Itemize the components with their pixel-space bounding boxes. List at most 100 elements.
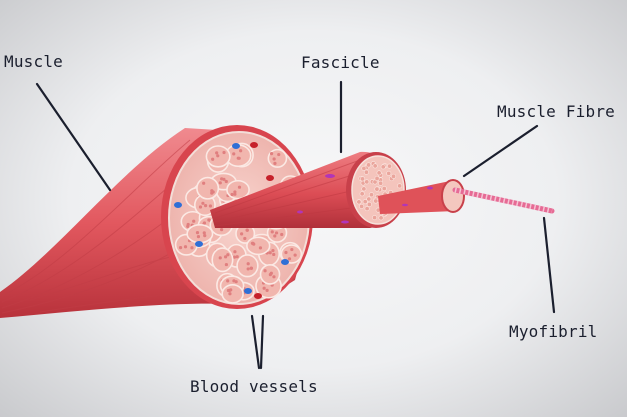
fascicle-striations (214, 159, 367, 227)
fascicle-bundle (226, 179, 250, 200)
fibre-dot (232, 279, 236, 283)
fibre-dot (233, 250, 237, 254)
fibre-dot (198, 205, 203, 209)
fibre-dot (239, 149, 243, 153)
fibre-dot (280, 232, 284, 237)
leader-line-blood-vessels-1 (250, 314, 261, 370)
fibre-dot (372, 215, 378, 221)
blood-vessel (195, 241, 203, 247)
fibre-dot (374, 175, 380, 181)
label-muscle: Muscle (4, 52, 63, 71)
fibre-dot (237, 156, 241, 160)
leader-lines (35, 80, 556, 370)
fibre-dot (360, 176, 366, 182)
fibre-dot (381, 186, 387, 192)
fibre-dot (265, 288, 269, 293)
fibre-dot (223, 255, 228, 259)
fibre-dot (361, 165, 367, 171)
leader-line-blood-vessels-2 (259, 314, 265, 370)
fibre-dot (268, 251, 272, 255)
fibre-dot (211, 157, 215, 161)
blood-vessel (281, 259, 289, 265)
fibre-dot (220, 177, 224, 181)
fibre-dot (373, 198, 379, 204)
muscle-fibre-cross-section (441, 179, 465, 213)
fibre-dot (272, 252, 276, 257)
muscle-fibre-body (378, 181, 462, 214)
fibre-dot (235, 255, 239, 259)
fibre-dot (376, 170, 382, 176)
fibre-dot (208, 204, 213, 208)
fibre-dot (361, 186, 367, 192)
fibre-dot (386, 170, 392, 176)
fascicle-bundle (280, 244, 303, 264)
fibre-dot (222, 150, 226, 155)
fibre-dot (249, 266, 254, 270)
fibre-dot (243, 236, 247, 241)
myofibril-bands (454, 187, 553, 214)
leader-line-muscle (35, 82, 112, 192)
fibre-dot (202, 231, 206, 235)
fibre-dot (368, 192, 374, 198)
fibre-dot (220, 228, 224, 232)
fibre-dot (359, 203, 365, 209)
fibre-dot (273, 161, 277, 165)
fibre-dot (364, 206, 370, 212)
fibre-dot (293, 253, 297, 257)
fibre-dot (269, 151, 274, 156)
fibre-dot (183, 245, 188, 249)
fascicle-bundle (196, 176, 220, 200)
label-myofibril: Myofibril (509, 322, 598, 341)
fibre-dot (271, 248, 275, 253)
fascicle-bundle (186, 224, 214, 244)
fibre-dot (287, 257, 292, 261)
fibre-dot (203, 204, 208, 208)
label-fascicle: Fascicle (301, 53, 380, 72)
blood-vessel (244, 288, 252, 294)
fascicle-bundle (211, 247, 234, 273)
fibre-dot (201, 201, 205, 205)
fibre-dot (178, 246, 183, 250)
fibre-dot (366, 162, 372, 168)
fibre-dot (380, 164, 386, 170)
fibre-dot (230, 192, 234, 197)
fibre-dot (378, 180, 384, 186)
label-muscle-fibre: Muscle Fibre (497, 102, 615, 121)
fascicle-bundle (236, 254, 259, 278)
fibre-dot (229, 288, 233, 292)
fibre-dot (190, 246, 194, 250)
fibre-dot (366, 196, 372, 202)
blood-vessel (232, 143, 240, 149)
fibre-dot (374, 186, 380, 192)
fibre-dot (262, 286, 266, 290)
fibre-dot (372, 163, 378, 169)
blood-vessel (250, 142, 258, 148)
fibre-dot (203, 234, 207, 238)
leader-line-myofibril (542, 216, 556, 314)
fibre-dot (226, 253, 230, 257)
fibre-dot (272, 275, 276, 279)
fibre-dot (364, 179, 370, 185)
fibre-dot (277, 152, 281, 157)
fibre-dot (366, 201, 372, 207)
nuclei (297, 174, 433, 224)
fibre-dot (240, 232, 244, 236)
fibre-dot (258, 246, 263, 250)
fibre-dot (196, 235, 201, 239)
fibre-dot (356, 199, 362, 205)
fibre-dot (210, 189, 214, 193)
fibre-dot (391, 173, 397, 179)
blood-vessel (266, 175, 274, 181)
fibre-dot (397, 183, 403, 189)
fibre-dot (251, 241, 255, 246)
fascicle-bundle (221, 284, 244, 304)
fibre-dot (218, 256, 222, 260)
fibre-dot (359, 191, 365, 197)
fibre-dot (202, 181, 206, 185)
fibre-dot (263, 269, 267, 273)
blood-vessel (254, 293, 262, 299)
fibre-dot (272, 157, 276, 161)
fibre-dot (284, 250, 288, 255)
